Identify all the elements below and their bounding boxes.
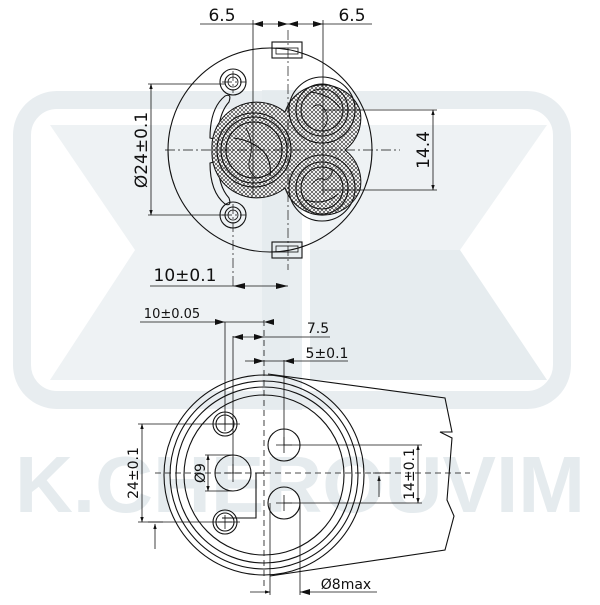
bottom-view: 10±0.05 7.5 5±0.1 24±0.1 Ø9 14±0.1 — [126, 307, 470, 595]
dim-left-offset: 6.5 — [208, 6, 235, 26]
body-extension — [267, 373, 455, 577]
top-view: 6.5 6.5 Ø24±0.1 14.4 10±0.1 — [132, 6, 437, 289]
dim-port-spacing: 14.4 — [414, 131, 434, 169]
dim-inlet-diameter: Ø9 — [193, 463, 209, 483]
dim-diameter: Ø24±0.1 — [132, 112, 152, 188]
port-lower-right — [288, 154, 356, 222]
top-tab — [271, 41, 303, 59]
dim-outlet-offset: 5±0.1 — [306, 346, 349, 362]
dim-outlet-spacing: 14±0.1 — [402, 448, 418, 500]
watermark-logo-right — [310, 125, 547, 250]
bottom-tab — [271, 241, 303, 259]
watermark-logo-right-lower — [310, 250, 547, 380]
dim-right-offset: 6.5 — [338, 6, 365, 26]
dim-bottom-pin-offset: 10±0.05 — [144, 307, 200, 322]
dim-pin-offset: 10±0.1 — [154, 266, 217, 286]
watermark-logo-left-lower — [50, 250, 290, 380]
dim-outlet-diameter: Ø8max — [321, 577, 371, 593]
dim-inlet-offset: 7.5 — [307, 321, 329, 337]
dim-bottom-pin-spacing: 24±0.1 — [126, 447, 142, 499]
